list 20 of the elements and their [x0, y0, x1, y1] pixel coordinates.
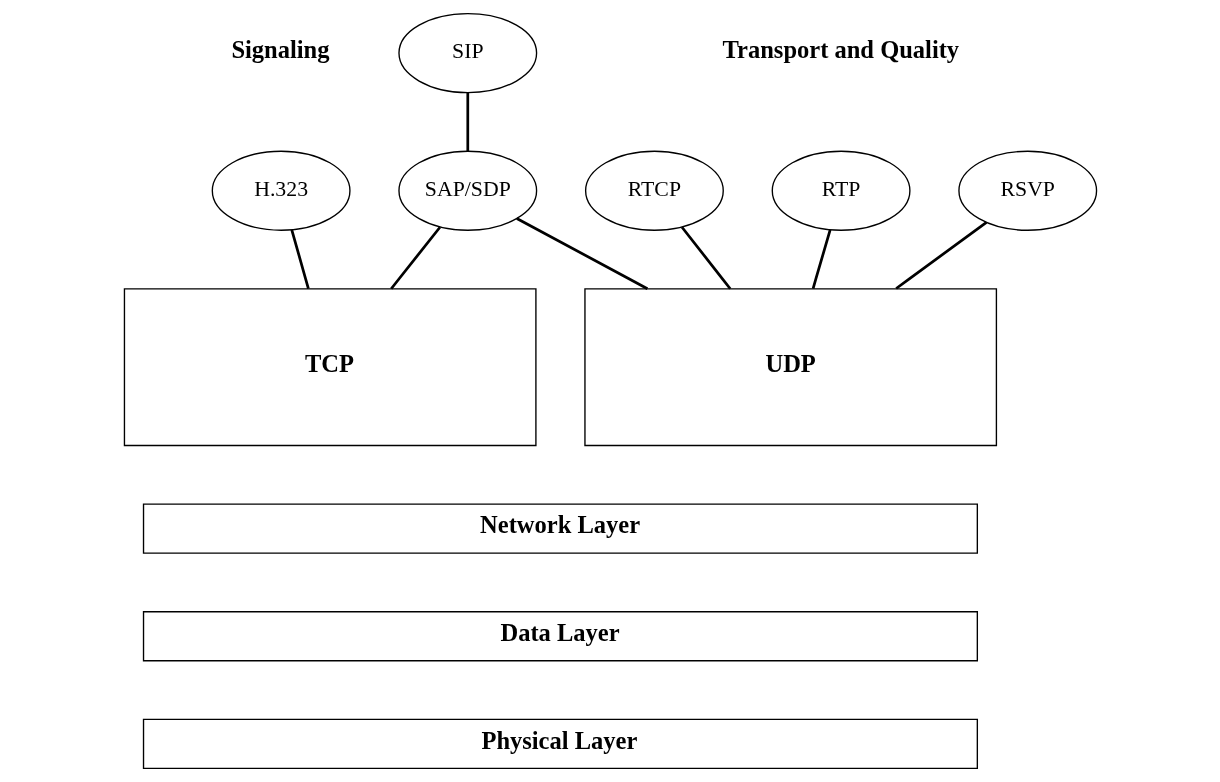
connector — [811, 229, 831, 289]
node-ellipse: RTCP — [584, 150, 724, 231]
connector — [389, 226, 441, 290]
node-ellipse: SIP — [397, 12, 537, 94]
node-box: Physical Layer — [142, 718, 978, 770]
node-box: TCP — [123, 288, 537, 447]
node-box: Data Layer — [142, 611, 978, 662]
node-ellipse: RTP — [771, 150, 911, 231]
node-ellipse: H.323 — [211, 150, 351, 231]
connector — [515, 217, 648, 290]
label: Transport and Quality — [722, 35, 959, 63]
node-box: Network Layer — [142, 503, 978, 554]
connector — [465, 92, 469, 151]
connector — [894, 221, 987, 290]
connector — [289, 229, 310, 289]
connector — [680, 226, 731, 290]
label: Signaling — [230, 35, 330, 63]
node-ellipse: SAP/SDP — [397, 150, 537, 231]
node-ellipse: RSVP — [957, 150, 1097, 231]
node-box: UDP — [583, 288, 997, 447]
